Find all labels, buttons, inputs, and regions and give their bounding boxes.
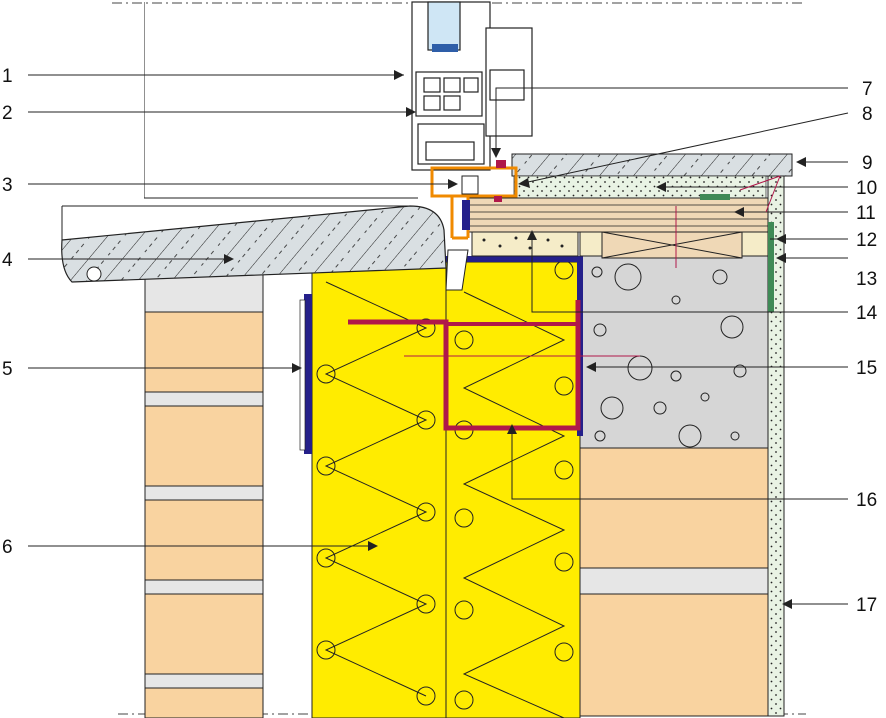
callout-8: 8 xyxy=(862,104,873,125)
insulation-circles xyxy=(316,260,574,710)
membrane-white xyxy=(299,299,306,451)
callout-4: 4 xyxy=(2,250,13,271)
insulation-zigzag xyxy=(324,281,566,718)
membrane-top-2 xyxy=(446,256,578,262)
callout-15: 15 xyxy=(856,358,877,379)
concrete-aggregate xyxy=(591,263,747,448)
callout-7: 7 xyxy=(862,79,873,100)
timber-layer-lines xyxy=(468,204,768,227)
outer-brick-wall xyxy=(144,251,264,718)
callout-10: 10 xyxy=(856,178,877,199)
membrane-left xyxy=(304,294,312,454)
callouts-left: 1 2 3 4 5 6 xyxy=(2,66,13,558)
insulation-outer xyxy=(311,267,447,718)
foam-dots xyxy=(482,236,564,250)
steel-bracket-top xyxy=(446,322,578,326)
concrete-block xyxy=(579,255,769,449)
callout-1: 1 xyxy=(2,66,13,87)
arrowheads xyxy=(224,70,806,609)
drip-groove xyxy=(86,266,102,282)
callout-16: 16 xyxy=(856,490,877,511)
callout-14: 14 xyxy=(856,303,878,324)
callout-5: 5 xyxy=(2,359,13,380)
interior-sill-hatch xyxy=(512,154,792,176)
inner-mortar xyxy=(579,567,769,595)
vapour-barrier xyxy=(768,222,774,312)
inner-brick-2 xyxy=(579,593,769,717)
timber-batten-cross2 xyxy=(601,231,743,259)
glazing-bead xyxy=(432,44,458,52)
callout-13: 13 xyxy=(856,269,877,290)
callouts-right: 7 8 9 10 11 12 13 14 15 16 17 xyxy=(856,79,878,616)
steel-bracket xyxy=(348,300,581,431)
callout-17: 17 xyxy=(856,595,877,616)
foam-strip xyxy=(471,231,579,257)
frame-red-seal xyxy=(496,160,506,168)
frame-red-seal-2 xyxy=(494,196,502,202)
callout-3: 3 xyxy=(2,175,13,196)
inner-brick-1 xyxy=(579,447,769,569)
sill-end-cap xyxy=(445,249,469,291)
leader-lines xyxy=(28,74,849,605)
callout-9: 9 xyxy=(862,153,873,174)
callout-11: 11 xyxy=(856,203,876,224)
compression-tape-left xyxy=(579,231,603,257)
window-sill-hatch xyxy=(61,206,446,282)
window-frame xyxy=(411,1,533,171)
callout-2: 2 xyxy=(2,103,13,124)
compression-tape-right xyxy=(741,231,769,257)
base-profile-block xyxy=(461,175,479,195)
outer-frame-edge xyxy=(144,2,145,198)
callout-12: 12 xyxy=(856,230,877,251)
base-profile-seal xyxy=(462,200,470,230)
inner-seal xyxy=(700,194,730,200)
insulation-inner xyxy=(445,261,581,718)
callout-6: 6 xyxy=(2,537,13,558)
timber-layers xyxy=(467,197,769,233)
